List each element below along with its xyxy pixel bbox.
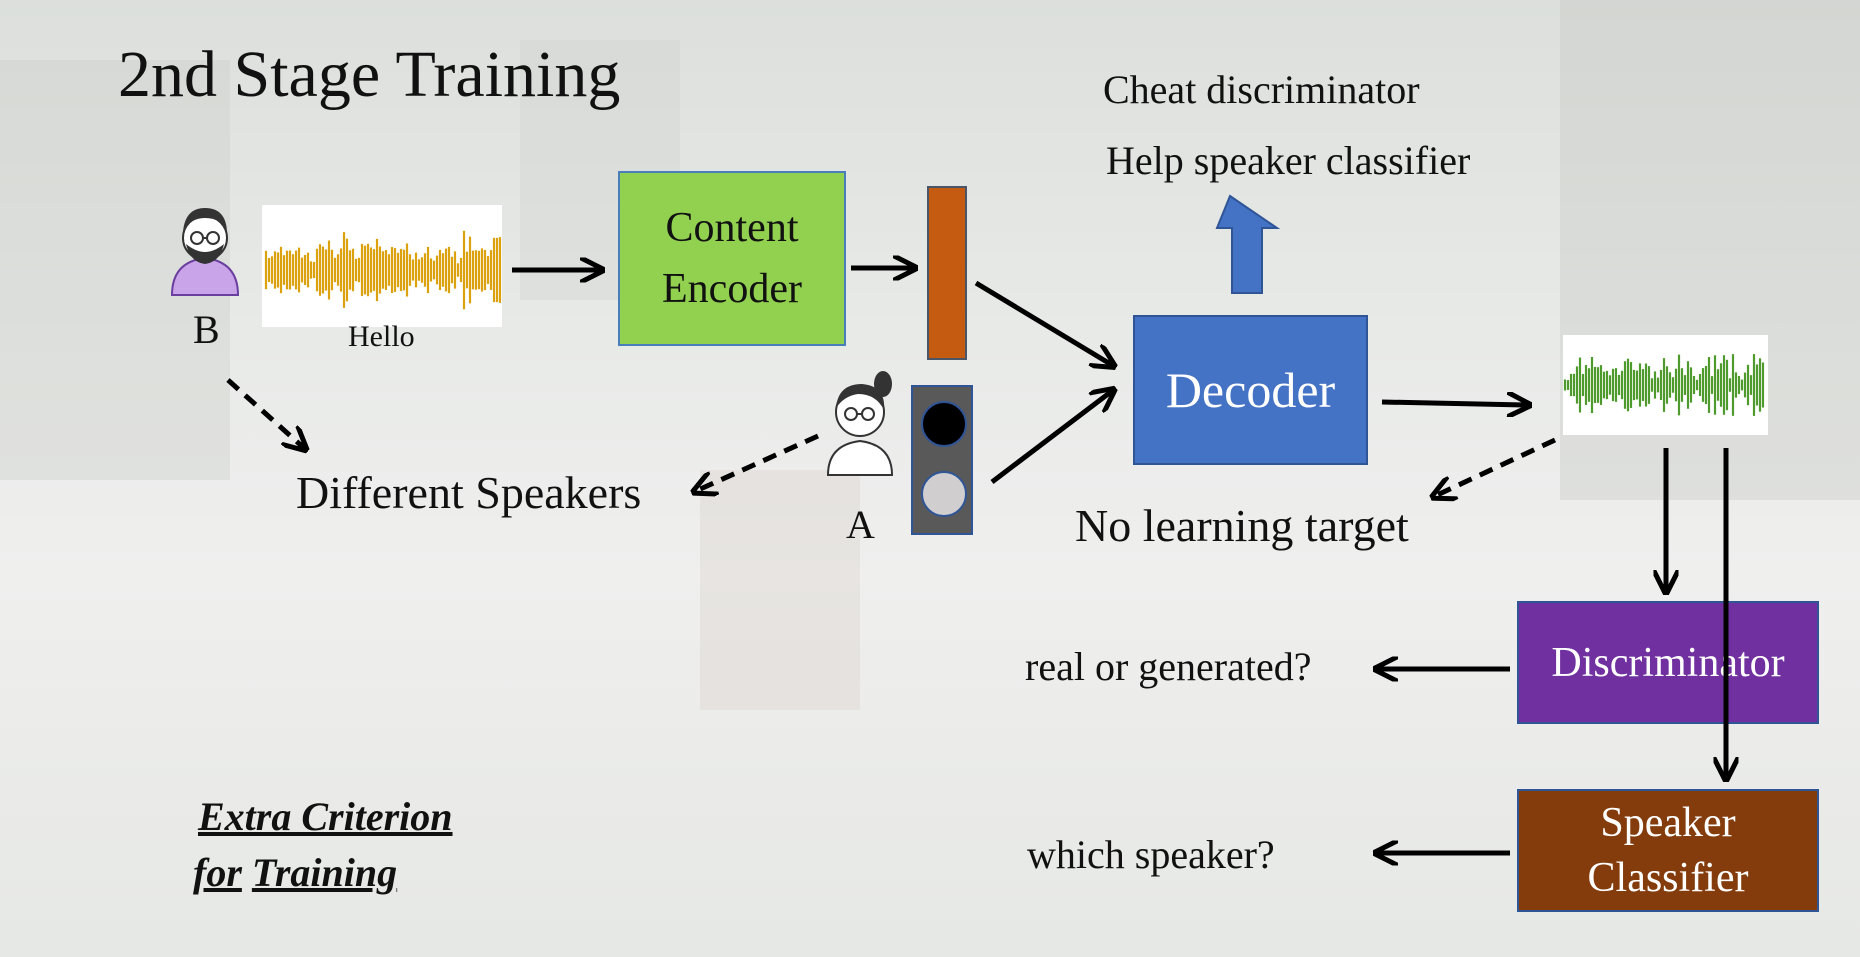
slide-title: 2nd Stage Training [118, 38, 621, 111]
background-monument [700, 470, 860, 710]
content-encoder-label-line1: Content [665, 204, 799, 251]
no-learning-target-text: No learning target [1075, 500, 1409, 551]
content-vector [927, 186, 967, 360]
extra-criterion-line2: for Training [193, 853, 397, 893]
arrow-content-vector-to-decoder [974, 280, 1112, 365]
decoder-label: Decoder [1165, 362, 1336, 418]
discriminator-label: Discriminator [1551, 639, 1785, 686]
speaker-a-label: A [846, 502, 875, 547]
extra-criterion-training: Training [251, 850, 398, 895]
cheat-discriminator-text: Cheat discriminator [1103, 67, 1420, 112]
content-encoder-label-line2: Encoder [662, 265, 802, 312]
discriminator-block: Discriminator [1517, 601, 1819, 724]
speaker-classifier-label-line2: Classifier [1587, 854, 1749, 901]
background-building-left [0, 60, 230, 480]
dashed-arrow-b-to-different-speakers [226, 378, 304, 448]
arrow-speaker-vector-to-decoder [990, 391, 1112, 484]
dashed-arrow-output-to-no-target [1435, 437, 1557, 496]
help-speaker-classifier-text: Help speaker classifier [1106, 138, 1471, 183]
speaker-classifier-label-line1: Speaker [1600, 799, 1736, 846]
waveform-caption: Hello [348, 320, 415, 353]
speaker-vector-dot-black [921, 401, 967, 447]
speaker-b-label: B [193, 307, 220, 352]
extra-criterion-line1: Extra Criterion [198, 794, 453, 839]
speaker-vector-dot-grey [921, 471, 967, 517]
decoder-block: Decoder [1133, 315, 1368, 465]
content-encoder-block: Content Encoder [618, 171, 846, 346]
output-waveform-panel [1563, 335, 1768, 435]
speaker-vector [911, 385, 973, 535]
real-or-generated-text: real or generated? [1025, 644, 1312, 689]
speaker-classifier-block: Speaker Classifier [1517, 789, 1819, 912]
extra-criterion-for: for [193, 850, 242, 895]
different-speakers-text: Different Speakers [296, 467, 642, 518]
arrow-decoder-to-output [1381, 402, 1527, 405]
which-speaker-text: which speaker? [1027, 832, 1275, 877]
input-waveform-panel [262, 205, 502, 327]
